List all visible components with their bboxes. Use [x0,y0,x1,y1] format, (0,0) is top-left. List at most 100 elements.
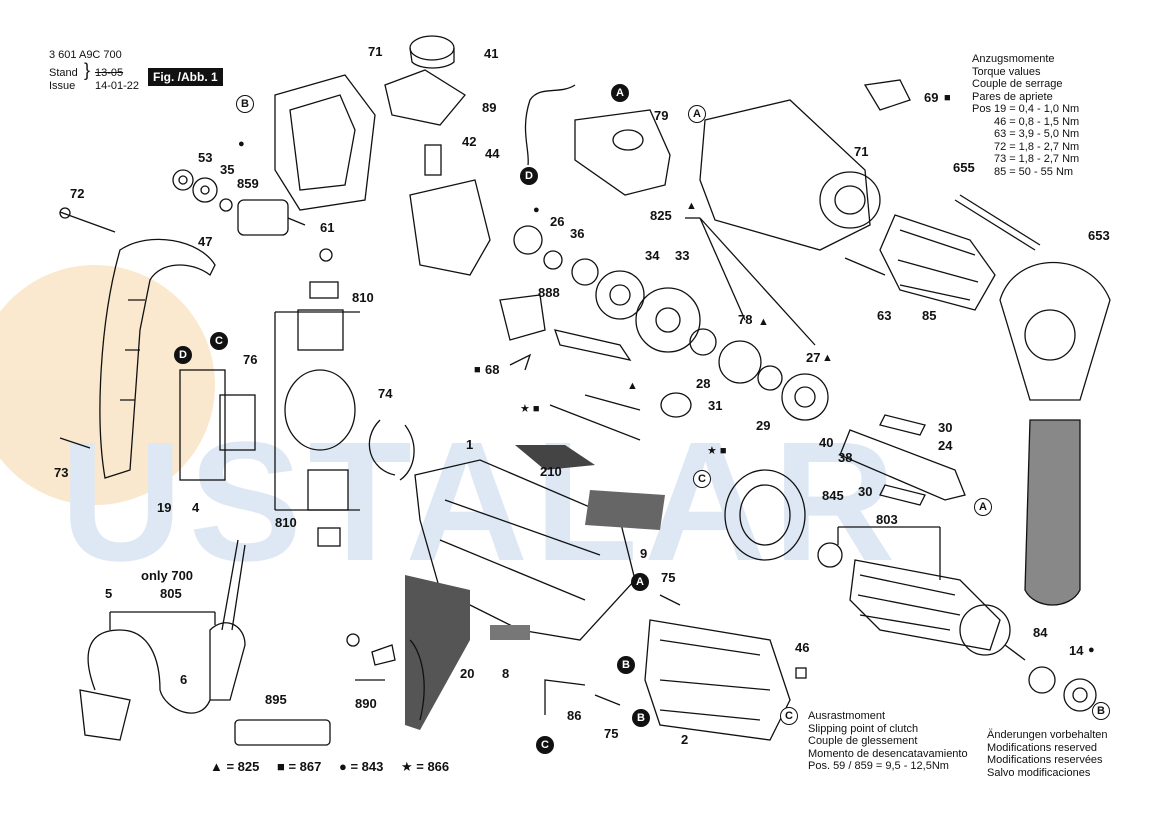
part-label-29: 29 [756,418,771,433]
part-label-6: 6 [180,672,188,687]
part-label-46: 46 [795,640,810,655]
part-label-75b: 75 [604,726,619,741]
square-symbol-69: ■ [944,92,951,104]
part-label-33: 33 [675,248,690,263]
callout-d-black: D [520,167,538,185]
torque-val: 3,9 - 5,0 Nm [1018,128,1080,140]
torque-title-de: Anzugsmomente [972,53,1055,65]
clutch-line-es: Momento de desencatavamiento [808,747,968,760]
changes-line-de: Änderungen vorbehalten [987,729,1108,741]
table-row: 72=1,8 - 2,7 Nm [972,141,1082,154]
pos-label: Pos [972,103,991,115]
dot-symbol-26: ● [533,204,540,216]
changes-line-fr: Modifications reservées [987,754,1103,766]
clutch-line-de: Ausrastmoment [808,710,886,722]
torque-pos: 46 [993,115,1007,128]
figure-label: Fig. /Abb. 1 [148,68,223,86]
part-label-210: 210 [540,464,562,479]
part-label-810a: 810 [352,290,374,305]
torque-title-fr: Couple de serrage [972,78,1063,90]
table-row: 63=3,9 - 5,0 Nm [972,128,1082,141]
watermark-shape: USTALAR .com [0,265,902,597]
torque-val: 0,4 - 1,0 Nm [1018,103,1080,115]
legend-dot: ● = 843 [338,759,384,774]
torque-pos: 63 [993,128,1007,140]
part-label-859: 859 [237,176,259,191]
legend-star: ★ = 866 [400,759,450,774]
part-label-47: 47 [198,234,213,249]
svg-text:USTALAR: USTALAR [60,407,902,597]
clutch-line-fr: Couple de glessement [808,735,918,747]
part-label-810b: 810 [275,515,297,530]
part-label-69: 69 [924,90,939,105]
part-label-40: 40 [819,435,834,450]
torque-val: 0,8 - 1,5 Nm [1018,115,1080,128]
part-label-38: 38 [838,450,853,465]
torque-val: 1,8 - 2,7 Nm [1018,140,1080,153]
part-label-72: 72 [70,186,85,201]
callout-b-black: B [632,709,650,727]
part-label-30a: 30 [938,420,953,435]
torque-title-en: Torque values [972,65,1041,78]
torque-eq: = [1009,140,1016,153]
callout-b-black: B [617,656,635,674]
part-label-845: 845 [822,488,844,503]
triangle-symbol-27: ▲ [822,352,833,364]
issue-label: Issue [49,80,76,92]
part-label-1: 1 [466,437,474,452]
part-label-24: 24 [938,438,953,453]
callout-d-black: D [174,346,192,364]
part-label-86: 86 [567,708,582,723]
part-label-78: 78 [738,312,753,327]
part-label-27: 27 [806,350,821,365]
part-label-53: 53 [198,150,213,165]
stand-new-date: 14-01-22 [95,80,140,92]
callout-a-white: A [688,105,706,123]
callout-a-white: A [974,498,992,516]
part-label-888: 888 [538,285,560,300]
part-label-825: 825 [650,208,672,223]
part-label-20: 20 [460,666,475,681]
torque-pos: 19 [993,103,1007,115]
part-label-2: 2 [681,732,689,747]
star-symbol-rod: ★ ■ [520,403,540,415]
triangle-symbol-825: ▲ [686,200,697,212]
callout-c-white: C [693,470,711,488]
torque-eq: = [1009,115,1016,128]
part-label-895: 895 [265,692,287,707]
callout-b-white: B [1092,702,1110,720]
part-label-19: 19 [157,500,172,515]
part-label-74: 74 [378,386,393,401]
part-label-42: 42 [462,134,477,149]
part-label-75a: 75 [661,570,676,585]
part-label-8: 8 [502,666,510,681]
square-symbol-68: ■ [474,364,481,376]
torque-eq: = [1009,103,1016,115]
callout-a-black: A [631,573,649,591]
dot-symbol-housing: ● [238,138,245,150]
changes-line-en: Modifications reserved [987,741,1098,754]
part-label-31: 31 [708,398,723,413]
table-row: 85=50 - 55 Nm [972,166,1082,179]
part-label-76: 76 [243,352,258,367]
part-label-5: 5 [105,586,113,601]
torque-title-es: Pares de apriete [972,90,1053,103]
part-label-36: 36 [570,226,585,241]
table-row: 46=0,8 - 1,5 Nm [972,116,1082,129]
triangle-symbol-78: ▲ [758,316,769,328]
part-label-89: 89 [482,100,497,115]
clutch-line-en: Slipping point of clutch [808,722,919,735]
part-label-28: 28 [696,376,711,391]
torque-eq: = [1009,153,1016,165]
part-label-44: 44 [485,146,500,161]
torque-eq: = [1009,128,1016,140]
part-label-26: 26 [550,214,565,229]
part-number: 3 601 A9C 700 [49,49,122,61]
callout-b-white: B [236,95,254,113]
part-label-79: 79 [654,108,669,123]
legend-triangle: ▲ = 825 [210,759,260,774]
part-label-30b: 30 [858,484,873,499]
clutch-pos-line: Pos. 59 / 859 = 9,5 - 12,5Nm [808,760,949,772]
